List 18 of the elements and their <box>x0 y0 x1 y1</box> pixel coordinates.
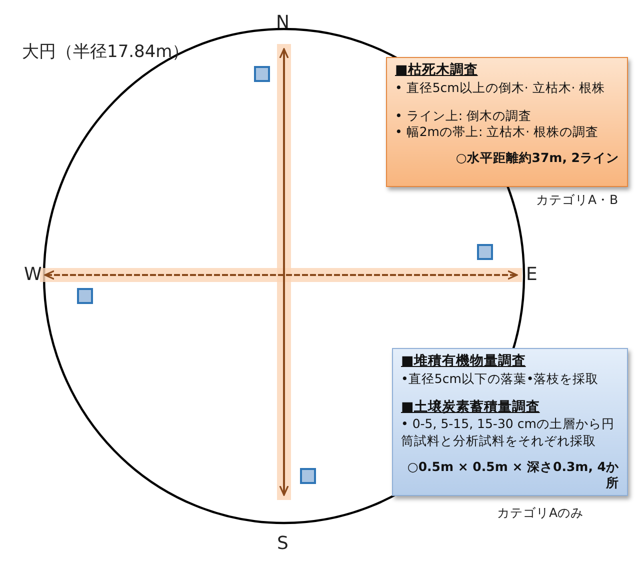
section-heading: ■枯死木調査 <box>395 62 479 80</box>
section-heading: ■堆積有機物量調査 <box>401 353 527 371</box>
survey-note-box <box>386 57 628 187</box>
survey-note-box <box>392 348 628 496</box>
compass-direction: N <box>276 12 290 33</box>
section-heading: ■土壌炭素蓄積量調査 <box>401 398 541 416</box>
category-note: カテゴリA・B <box>536 192 618 209</box>
survey-spec: ○水平距離約37m, 2ライン <box>454 150 619 167</box>
bullet-text: • ライン上: 倒木の調査 <box>395 108 533 124</box>
compass-direction: W <box>24 264 42 285</box>
bullet-text: • 幅2mの帯上: 立枯木· 根株の調査 <box>395 124 600 140</box>
bullet-text: • 直径5cm以上の倒木· 立枯木· 根株 <box>395 80 606 96</box>
survey-spec: ○0.5m × 0.5m × 深さ0.3m, 4か所 <box>406 458 619 492</box>
compass-direction: S <box>277 533 288 554</box>
category-note: カテゴリAのみ <box>497 505 584 522</box>
bullet-text: • 0-5, 5-15, 15-30 cmの土層から円筒試料と分析試料をそれぞれ採取 <box>401 416 616 449</box>
compass-direction: E <box>526 264 538 285</box>
bullet-text: •直径5cm以下の落葉•落枝を採取 <box>401 370 600 387</box>
